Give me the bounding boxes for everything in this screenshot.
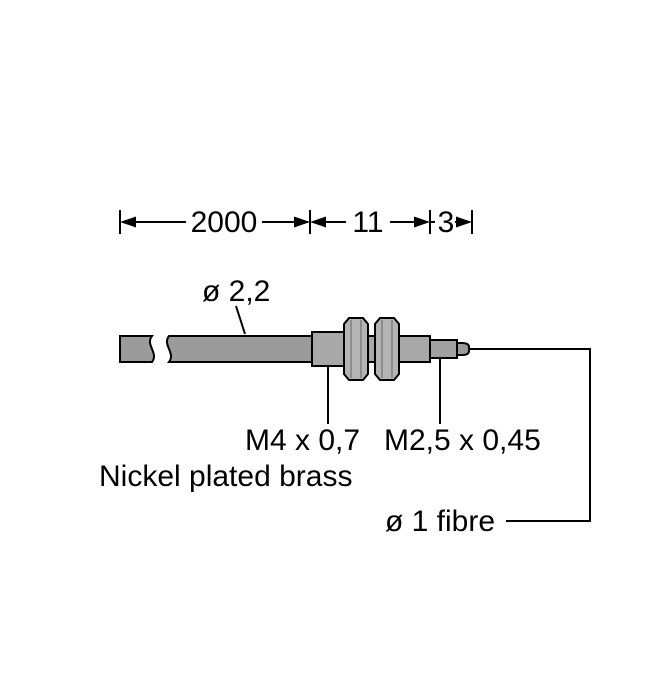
tip-threaded-stud: [429, 339, 458, 359]
dim-value-tip-length: 3: [438, 206, 455, 239]
leader-fibre-diameter: [469, 348, 591, 522]
hex-nut-right: [374, 317, 400, 381]
cable-segment-left: [119, 335, 155, 363]
dim-arrow-right-icon: [414, 216, 430, 228]
dimension-housing-length: 11: [310, 206, 430, 239]
label-housing-thread: M4 x 0,7: [245, 424, 360, 457]
dim-arrow-left-icon: [310, 216, 326, 228]
dimension-cable-length: 2000: [120, 206, 310, 239]
label-fibre-diameter: ø 1 fibre: [385, 505, 495, 538]
leader-cable-diameter: [235, 305, 246, 335]
dim-arrow-right-icon: [456, 216, 472, 228]
labels: ø 2,2 M4 x 0,7 M2,5 x 0,45 Nickel plated…: [99, 275, 541, 538]
hex-nut-left: [343, 317, 369, 381]
label-material: Nickel plated brass: [99, 460, 352, 493]
housing-sleeve: [311, 331, 345, 367]
dim-value-cable-length: 2000: [191, 206, 258, 239]
cable-segment-right: [166, 335, 314, 363]
dim-arrow-right-icon: [294, 216, 310, 228]
dimension-tip-length: 3: [430, 206, 472, 239]
tip-end-cap: [456, 342, 470, 356]
label-cable-diameter: ø 2,2: [202, 275, 270, 308]
dim-arrow-left-icon: [120, 216, 136, 228]
leader-lines: [235, 305, 591, 522]
sensor-tip: [429, 339, 470, 359]
fibre-cable: [119, 335, 314, 363]
sensor-housing: [311, 317, 431, 381]
label-tip-thread: M2,5 x 0,45: [384, 424, 541, 457]
dim-value-housing-length: 11: [352, 206, 383, 239]
